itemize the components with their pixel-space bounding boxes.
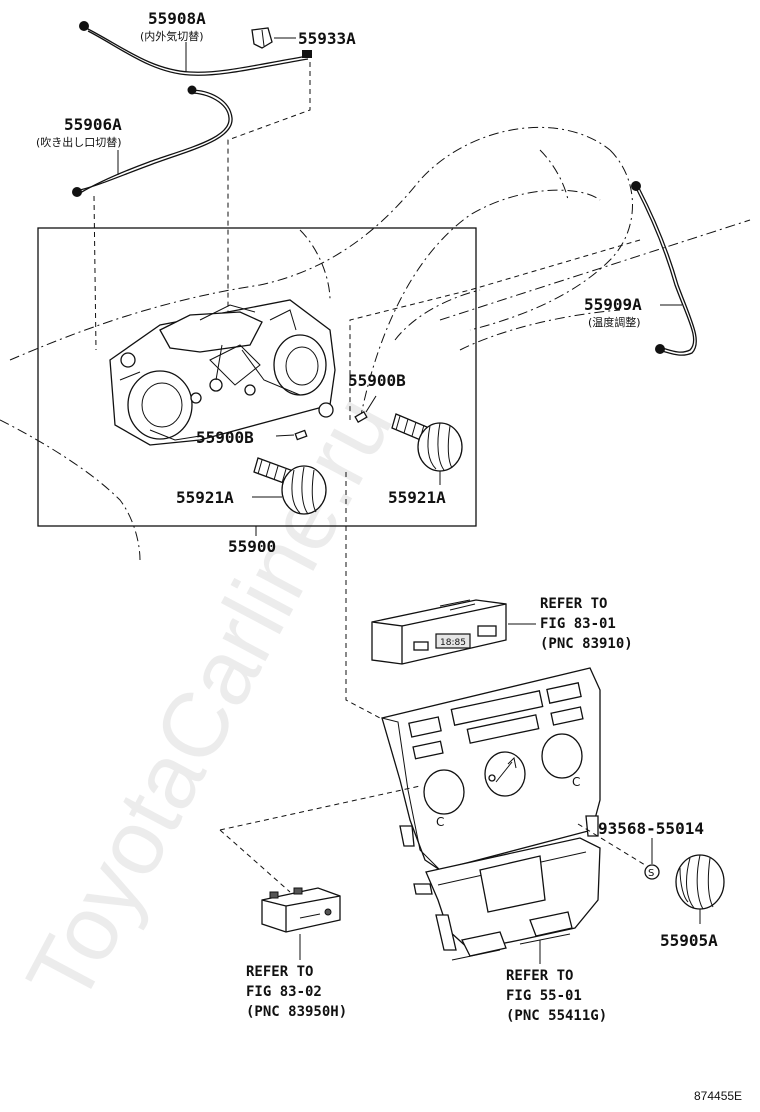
- footer-code: 874455E: [694, 1089, 742, 1103]
- knob-55921A-left: 55921A: [176, 457, 327, 515]
- ref-55-01-line3: (PNC 55411G): [506, 1008, 607, 1024]
- leader-lines-top: [93, 62, 641, 420]
- label-55908A: 55908A: [148, 9, 206, 28]
- clip-55933A: 55933A: [251, 27, 356, 49]
- cable-55909A: 55909A (温度調整): [584, 181, 697, 356]
- label-55900: 55900: [228, 537, 276, 556]
- frame-55900: 55900: [37, 227, 477, 556]
- label-55921A-left: 55921A: [176, 488, 234, 507]
- leader-unit-panel: [345, 472, 381, 719]
- ref-55-01-line2: FIG 55-01: [506, 988, 582, 1004]
- switch-module: REFER TO FIG 83-02 (PNC 83950H): [246, 887, 347, 1020]
- lower-bracket: [413, 837, 601, 961]
- ref-55-01: REFER TO FIG 55-01 (PNC 55411G): [506, 940, 607, 1024]
- label-55909A-jp: (温度調整): [588, 315, 641, 329]
- cable-55906A: 55906A (吹き出し口切替): [36, 85, 233, 197]
- ref-83-01-line2: FIG 83-01: [540, 616, 616, 632]
- label-55909A: 55909A: [584, 295, 642, 314]
- label-55900B-right: 55900B: [348, 371, 406, 390]
- clock-module: 18:85 REFER TO FIG 83-01 (PNC 83910): [371, 596, 633, 665]
- ref-83-01-line3: (PNC 83910): [540, 636, 633, 652]
- center-cluster-panel: C C: [381, 667, 601, 871]
- pin-55900B-right: 55900B: [348, 371, 406, 423]
- panel-c-right: C: [572, 775, 580, 789]
- label-55933A: 55933A: [298, 29, 356, 48]
- label-93568-55014: 93568-55014: [598, 819, 704, 838]
- heater-control-unit: [109, 299, 336, 446]
- label-55906A-jp: (吹き出し口切替): [36, 135, 122, 149]
- watermark-text: ToyotaCarline.ru: [8, 380, 413, 1019]
- ref-83-02-line3: (PNC 83950H): [246, 1004, 347, 1020]
- label-55900B-left: 55900B: [196, 428, 254, 447]
- screw-s-mark: S: [648, 868, 654, 879]
- ref-83-01-line1: REFER TO: [540, 596, 607, 612]
- label-55905A: 55905A: [660, 931, 718, 950]
- pin-55900B-left: 55900B: [196, 428, 308, 447]
- panel-c-left: C: [436, 815, 444, 829]
- ref-83-02-line2: FIG 83-02: [246, 984, 322, 1000]
- leader-lines-bottom: [219, 785, 651, 893]
- ref-55-01-line1: REFER TO: [506, 968, 573, 984]
- watermark: ToyotaCarline.ru: [8, 380, 413, 1019]
- dashboard-outline: [0, 126, 751, 561]
- cable-55908A: 55908A (内外気切替): [79, 9, 312, 76]
- label-55921A-right: 55921A: [388, 488, 446, 507]
- ref-83-02-line1: REFER TO: [246, 964, 313, 980]
- label-55906A: 55906A: [64, 115, 122, 134]
- label-55908A-jp: (内外気切替): [140, 29, 204, 43]
- clock-display-text: 18:85: [440, 638, 466, 648]
- knob-55905A: 55905A: [660, 854, 725, 950]
- knob-55921A-right: 55921A: [388, 413, 463, 507]
- screw-93568: S 93568-55014: [598, 819, 704, 880]
